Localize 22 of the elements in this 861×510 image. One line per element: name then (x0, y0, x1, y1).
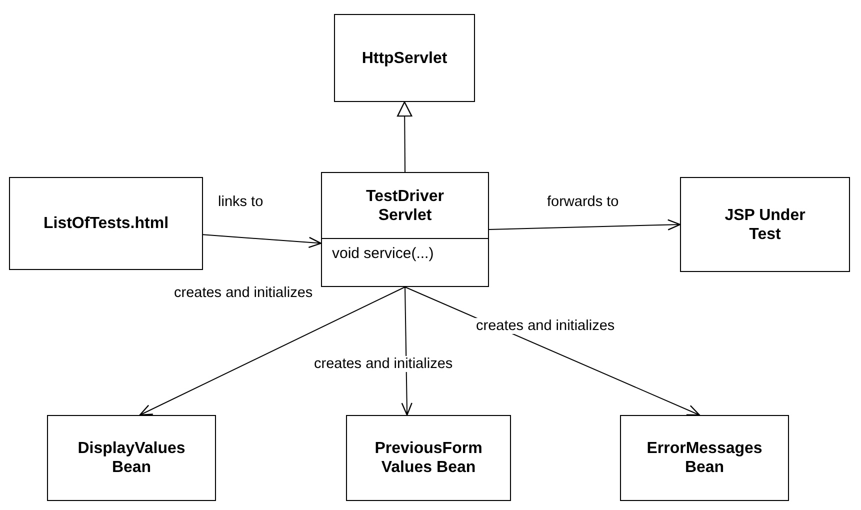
arrow (202, 234, 322, 248)
box (9, 177, 203, 270)
method-signature: void service(...) (322, 238, 488, 286)
class-name: TestDriver Servlet (365, 186, 445, 226)
class-name: JSP Under Test (724, 206, 806, 244)
arrow (397, 101, 412, 172)
box (47, 415, 216, 501)
class-name: PreviousForm Values Bean (374, 439, 484, 478)
class-box (321, 172, 489, 287)
box (346, 415, 511, 501)
arrow (401, 286, 412, 416)
class-name: ListOfTests.html (42, 214, 170, 234)
edge-label: creates and initializes (474, 318, 617, 334)
box (334, 14, 475, 102)
class-name: ErrorMessages Bean (646, 439, 764, 478)
class-name: DisplayValues Bean (76, 439, 186, 478)
class-name: HttpServlet (360, 48, 448, 68)
arrow (139, 286, 406, 416)
box (680, 177, 850, 272)
arrow (488, 219, 681, 230)
box (620, 415, 789, 501)
edge-label: creates and initializes (312, 356, 455, 372)
